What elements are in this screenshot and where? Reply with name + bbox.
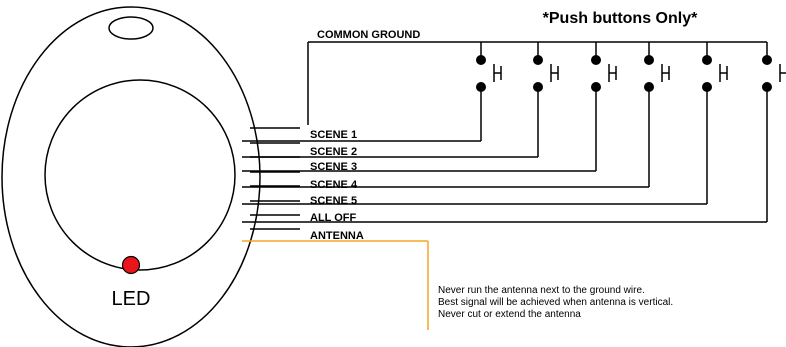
wire-label: ALL OFF <box>310 212 357 224</box>
wire-label: SCENE 5 <box>310 195 357 207</box>
button-terminal <box>533 55 543 65</box>
antenna-notes: Never run the antenna next to the ground… <box>438 285 673 320</box>
push-button <box>644 42 670 187</box>
note-line: Never run the antenna next to the ground… <box>438 285 645 296</box>
keyring-hole <box>108 16 154 40</box>
button-terminal <box>476 55 486 65</box>
button-terminal <box>591 55 601 65</box>
led-indicator <box>121 255 141 275</box>
remote-button-ring <box>44 79 236 271</box>
note-line: Best signal will be achieved when antenn… <box>438 297 673 308</box>
wires-layer: SCENE 1 SCENE 2 SCENE 3 SCENE 4 SCENE 5 ALL O… <box>242 127 767 242</box>
note-line: Never cut or extend the antenna <box>438 309 581 320</box>
wire-label: SCENE 4 <box>310 179 358 191</box>
wire-label: SCENE 2 <box>310 146 357 158</box>
push-buttons <box>476 42 786 222</box>
button-terminal <box>644 55 654 65</box>
button-terminal <box>702 55 712 65</box>
common-ground-label: COMMON GROUND <box>317 29 420 41</box>
remote-device: LED <box>1 6 261 347</box>
diagram-title: *Push buttons Only* <box>543 10 698 27</box>
wire-label: SCENE 3 <box>310 161 357 173</box>
button-terminal <box>762 55 772 65</box>
wire-label: ANTENNA <box>310 230 364 242</box>
wire-label: SCENE 1 <box>310 129 357 141</box>
push-button <box>702 42 728 204</box>
push-button <box>476 42 502 141</box>
led-label: LED <box>112 288 151 310</box>
push-button <box>591 42 617 171</box>
push-button <box>533 42 559 157</box>
push-button <box>762 42 786 222</box>
